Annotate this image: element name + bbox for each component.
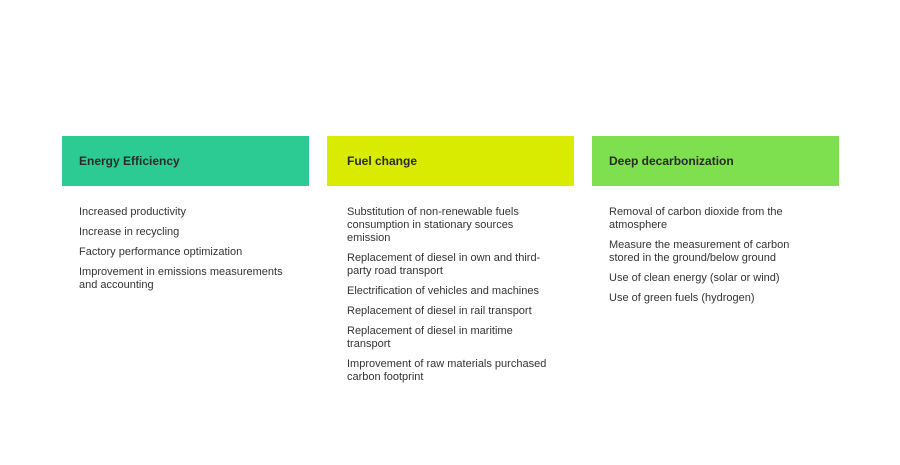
list-item: Improvement in emissions measurements an… (79, 266, 283, 291)
list-item: Substitution of non-renewable fuels cons… (347, 206, 519, 244)
column-header-deep-decarbonization: Deep decarbonization (592, 136, 839, 186)
list-item: Improvement of raw materials purchased c… (347, 358, 547, 383)
item-list: Increased productivity Increase in recyc… (62, 206, 309, 292)
list-item: Measure the measurement of carbon stored… (609, 239, 790, 264)
column-energy-efficiency: Energy Efficiency Increased productivity… (62, 136, 309, 299)
list-item: Replacement of diesel in maritime transp… (347, 325, 513, 350)
item-list: Substitution of non-renewable fuels cons… (327, 206, 574, 384)
column-deep-decarbonization: Deep decarbonization Removal of carbon d… (592, 136, 839, 312)
list-item: Replacement of diesel in own and third-p… (347, 252, 541, 277)
list-item: Electrification of vehicles and machines (347, 285, 539, 297)
list-item: Increased productivity (79, 206, 186, 218)
item-list: Removal of carbon dioxide from the atmos… (592, 206, 839, 305)
list-item: Replacement of diesel in rail transport (347, 305, 532, 317)
column-title: Deep decarbonization (609, 154, 734, 168)
column-header-energy-efficiency: Energy Efficiency (62, 136, 309, 186)
column-title: Energy Efficiency (79, 154, 180, 168)
column-header-fuel-change: Fuel change (327, 136, 574, 186)
list-item: Use of green fuels (hydrogen) (609, 292, 755, 304)
list-item: Use of clean energy (solar or wind) (609, 272, 780, 284)
list-item: Increase in recycling (79, 226, 180, 238)
list-item: Factory performance optimization (79, 246, 243, 258)
column-title: Fuel change (347, 154, 418, 168)
list-item: Removal of carbon dioxide from the atmos… (609, 206, 783, 231)
column-fuel-change: Fuel change Substitution of non-renewabl… (327, 136, 574, 391)
